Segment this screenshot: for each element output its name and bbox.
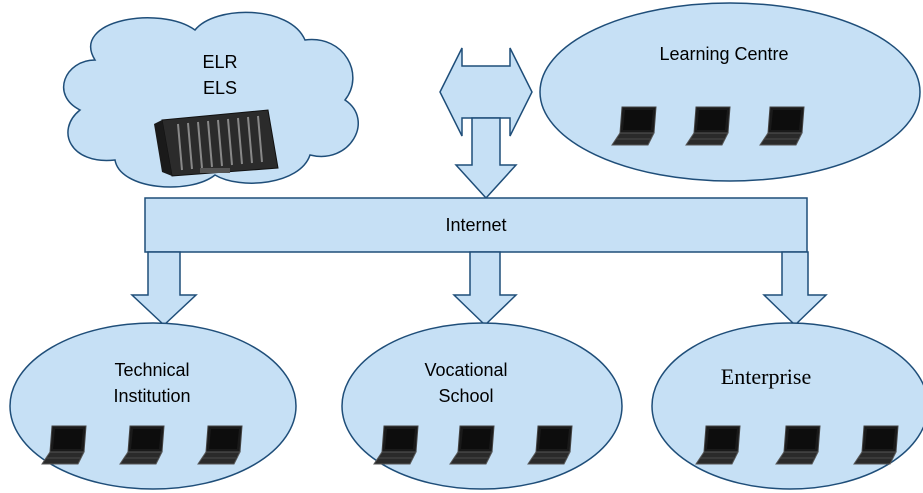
technical-institution-node: Technical Institution xyxy=(9,322,297,490)
learning-centre-node: Learning Centre xyxy=(539,2,921,182)
technical-label-line1: Technical xyxy=(114,360,189,380)
blade-server-rack-icon xyxy=(154,109,279,177)
arrow-to-technical xyxy=(130,251,198,327)
internet-label: Internet xyxy=(445,215,506,235)
cloud-label-els: ELS xyxy=(203,78,237,98)
vocational-school-node: Vocational School xyxy=(341,322,623,490)
enterprise-node: Enterprise xyxy=(651,322,923,490)
arrow-to-vocational xyxy=(452,251,518,327)
vocational-label-line1: Vocational xyxy=(424,360,507,380)
internet-bar: Internet xyxy=(144,197,808,253)
technical-label-line2: Institution xyxy=(113,386,190,406)
cloud-elr-els: ELR ELS xyxy=(62,11,359,188)
enterprise-label: Enterprise xyxy=(721,364,811,389)
down-arrow-to-internet xyxy=(454,117,518,200)
learning-centre-label: Learning Centre xyxy=(659,44,788,64)
cloud-label-elr: ELR xyxy=(202,52,237,72)
arrow-to-enterprise xyxy=(762,251,828,327)
bidirectional-arrow xyxy=(439,47,533,137)
cloud-shape xyxy=(62,11,359,188)
vocational-label-line2: School xyxy=(438,386,493,406)
